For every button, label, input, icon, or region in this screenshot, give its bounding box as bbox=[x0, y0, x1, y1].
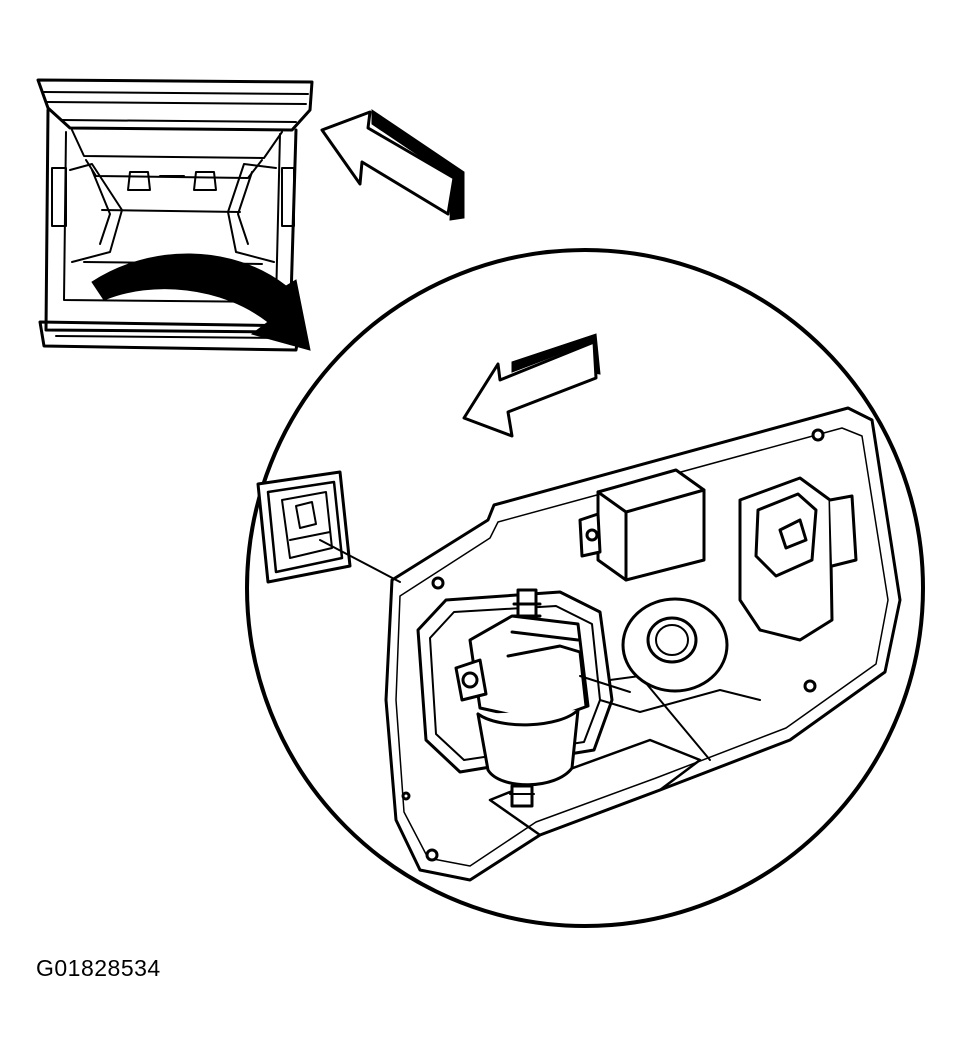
detail-circle bbox=[245, 248, 925, 928]
detail-direction-arrow-icon bbox=[462, 333, 601, 438]
view-direction-arrow-icon bbox=[320, 109, 465, 221]
location-arrow-icon bbox=[91, 253, 311, 351]
relay-module bbox=[578, 468, 706, 582]
leader-line bbox=[579, 675, 631, 693]
wiper-motor bbox=[454, 588, 590, 808]
mount-bracket bbox=[738, 476, 858, 642]
grommet bbox=[621, 597, 729, 693]
electrical-connector bbox=[256, 470, 352, 584]
figure-id-label: G01828534 bbox=[36, 955, 161, 981]
leader-line bbox=[319, 539, 401, 583]
vehicle-cargo-view bbox=[36, 78, 314, 352]
